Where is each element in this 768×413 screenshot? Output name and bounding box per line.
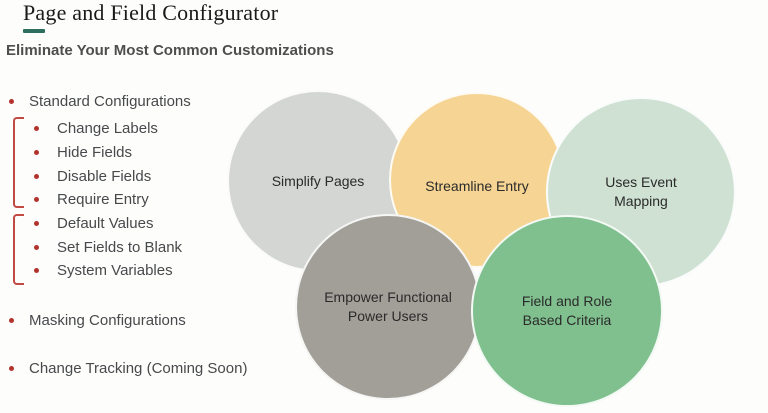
list-item-masking-configurations: Masking Configurations (0, 309, 186, 331)
label-line: Uses Event (605, 174, 677, 190)
venn-circle-label: Field and Role Based Criteria (522, 292, 612, 330)
slide-subtitle: Eliminate Your Most Common Customization… (6, 42, 334, 59)
bullet-icon (34, 173, 39, 179)
bullet-icon (9, 365, 14, 371)
page-title: Page and Field Configurator (23, 0, 279, 25)
venn-circle-label: Empower Functional Power Users (324, 288, 452, 326)
bullet-icon (34, 149, 39, 155)
list-item-label: Hide Fields (57, 143, 133, 161)
venn-circle-label: Simplify Pages (272, 172, 365, 191)
list-item-label: Change Labels (57, 119, 158, 137)
venn-circle-empower-power-users: Empower Functional Power Users (295, 214, 481, 400)
list-item-label: Disable Fields (57, 167, 152, 185)
label-line: Simplify Pages (271, 172, 365, 189)
venn-circle-label: Uses Event Mapping (605, 173, 677, 211)
list-item-disable-fields: Disable Fields (0, 165, 151, 187)
bullet-icon (34, 220, 39, 226)
bullet-icon (9, 317, 14, 323)
group-bracket-appearance (13, 117, 24, 208)
bullet-icon (34, 125, 39, 131)
list-item-set-fields-to-blank: Set Fields to Blank (0, 236, 182, 258)
bullet-icon (34, 267, 39, 273)
label-line: Power Users (347, 308, 429, 324)
list-item-label: System Variables (57, 261, 173, 279)
list-item-hide-fields: Hide Fields (0, 141, 132, 163)
title-accent-bar (23, 29, 45, 33)
list-item-label: Require Entry (57, 190, 149, 208)
label-line: Empower Functional (324, 289, 452, 305)
bullet-icon (34, 196, 39, 202)
venn-circle-field-role-criteria: Field and Role Based Criteria (471, 215, 663, 407)
list-item-label: Masking Configurations (29, 311, 186, 329)
label-line: Streamline Entry (425, 177, 529, 194)
list-item-label: Change Tracking (Coming Soon) (29, 359, 248, 377)
bullet-icon (34, 244, 39, 250)
group-bracket-values (13, 214, 24, 285)
bullet-icon (9, 98, 14, 104)
list-item-default-values: Default Values (0, 212, 153, 234)
label-line: Mapping (614, 193, 668, 209)
label-line: Field and Role (521, 293, 613, 309)
list-item-label: Set Fields to Blank (57, 238, 183, 256)
list-item-label: Standard Configurations (29, 92, 191, 110)
list-item-change-tracking: Change Tracking (Coming Soon) (0, 357, 247, 379)
venn-circle-label: Streamline Entry (425, 165, 528, 196)
list-item-standard-configurations: Standard Configurations (0, 90, 191, 112)
label-line: Based Criteria (522, 312, 612, 328)
list-item-system-variables: System Variables (0, 259, 173, 281)
list-item-label: Default Values (57, 214, 154, 232)
list-item-change-labels: Change Labels (0, 117, 158, 139)
list-item-require-entry: Require Entry (0, 188, 149, 210)
